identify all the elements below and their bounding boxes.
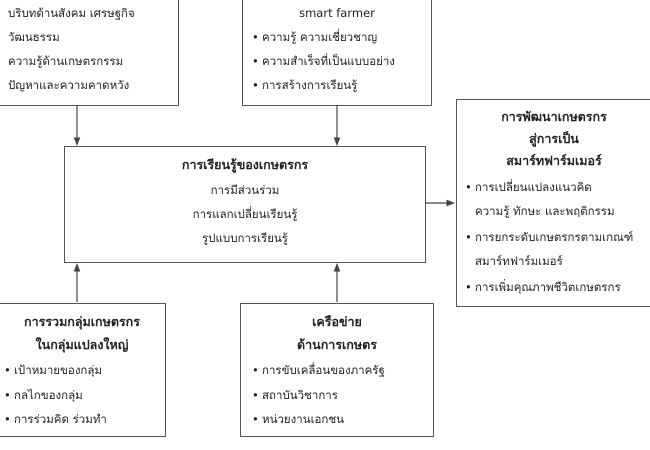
development-title-1: การพัฒนาเกษตรกร: [501, 109, 607, 124]
smart-farmer-item-1: ความรู้ ความเชี่ยวชาญ: [252, 30, 377, 44]
context-line-4: ปัญหาและความคาดหวัง: [8, 78, 130, 92]
farmer-group-item-3: การร่วมคิด ร่วมทำ: [4, 412, 107, 426]
agri-network-box: เครือข่าย ด้านการเกษตร การขับเคลื่อนของภ…: [240, 303, 434, 437]
development-box: การพัฒนาเกษตรกร สู่การเป็น สมาร์ทฟาร์มเม…: [456, 99, 650, 307]
development-title-2: สู่การเป็น: [529, 131, 579, 146]
context-box: บริบทด้านสังคม เศรษฐกิจ วัฒนธรรม ความรู้…: [0, 0, 179, 106]
agri-network-title-2: ด้านการเกษตร: [297, 337, 377, 352]
smart-farmer-item-2: ความสำเร็จที่เป็นแบบอย่าง: [252, 54, 395, 68]
agri-network-item-1: การขับเคลื่อนของภาครัฐ: [252, 363, 385, 377]
development-title-3: สมาร์ทฟาร์มเมอร์: [506, 153, 602, 168]
development-item-2-cont: สมาร์ทฟาร์มเมอร์: [475, 254, 563, 268]
farmer-learning-item-3: รูปแบบการเรียนรู้: [202, 231, 288, 245]
development-item-1-cont: ความรู้ ทักษะ และพฤติกรรม: [475, 204, 615, 218]
farmer-group-item-1: เป้าหมายของกลุ่ม: [4, 363, 102, 377]
agri-network-title-1: เครือข่าย: [312, 314, 362, 329]
farmer-learning-item-1: การมีส่วนร่วม: [210, 183, 280, 197]
farmer-group-item-2: กลไกของกลุ่ม: [4, 388, 83, 402]
development-item-3: การเพิ่มคุณภาพชีวิตเกษตรกร: [465, 280, 621, 294]
farmer-group-box: การรวมกลุ่มเกษตรกร ในกลุ่มแปลงใหญ่ เป้าห…: [0, 303, 166, 437]
farmer-learning-box: การเรียนรู้ของเกษตรกร การมีส่วนร่วม การแ…: [64, 146, 426, 263]
context-line-3: ความรู้ด้านเกษตรกรรม: [8, 54, 124, 68]
farmer-group-title-1: การรวมกลุ่มเกษตรกร: [24, 314, 140, 329]
agri-network-item-2: สถาบันวิชาการ: [252, 388, 338, 402]
farmer-learning-item-2: การแลกเปลี่ยนเรียนรู้: [192, 207, 298, 221]
farmer-learning-title: การเรียนรู้ของเกษตรกร: [181, 157, 309, 172]
agri-network-item-3: หน่วยงานเอกชน: [252, 412, 344, 426]
context-line-1: บริบทด้านสังคม เศรษฐกิจ: [8, 6, 135, 20]
context-line-2: วัฒนธรรม: [8, 30, 60, 44]
farmer-group-title-2: ในกลุ่มแปลงใหญ่: [35, 337, 129, 352]
smart-farmer-title: smart farmer: [299, 6, 375, 20]
development-item-1: การเปลี่ยนแปลงแนวคิด: [465, 180, 592, 194]
development-item-2: การยกระดับเกษตรกรตามเกณฑ์: [465, 230, 633, 244]
smart-farmer-item-3: การสร้างการเรียนรู้: [252, 78, 357, 92]
smart-farmer-box: smart farmer ความรู้ ความเชี่ยวชาญ ความส…: [242, 0, 432, 106]
